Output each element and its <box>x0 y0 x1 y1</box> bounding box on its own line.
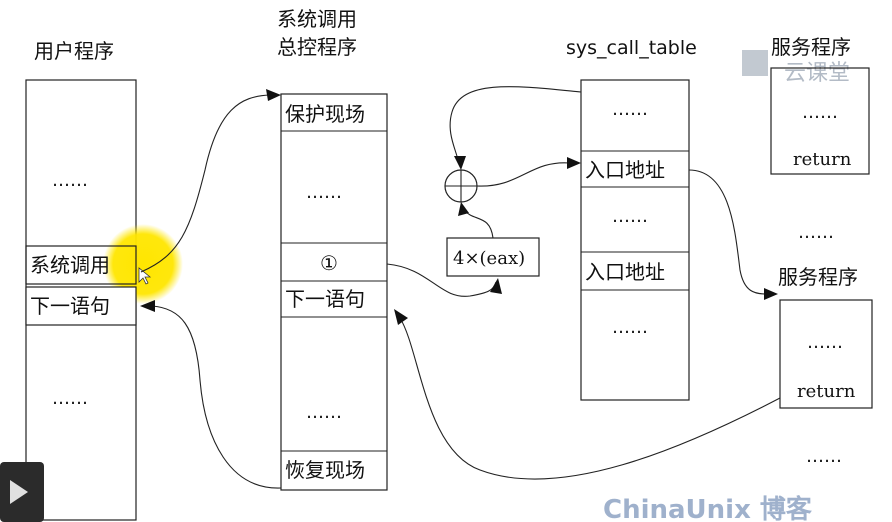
service-top-return: return <box>793 149 852 170</box>
arrowhead-entry <box>567 157 581 169</box>
service-top-title: 服务程序 <box>771 35 851 59</box>
handler-circle-one: ① <box>320 251 338 275</box>
service-bottom-title: 服务程序 <box>778 265 858 289</box>
service-bottom-return: return <box>797 381 856 402</box>
table-dots-2: …… <box>612 206 648 227</box>
user-program-dots-bottom: …… <box>52 388 88 409</box>
arrow-entry-to-service <box>688 169 767 295</box>
watermark-top: 云课堂 <box>784 61 850 86</box>
table-entry-1: 入口地址 <box>585 158 665 182</box>
offset-box <box>446 237 540 277</box>
arrowhead-offset <box>490 278 502 294</box>
handler-save-context: 保护现场 <box>285 102 365 126</box>
middle-dots: …… <box>798 222 834 243</box>
arrow-return-to-handler <box>399 317 781 480</box>
handler-box <box>280 93 388 491</box>
user-program-title: 用户程序 <box>34 39 114 63</box>
offset-label: 4×(eax) <box>453 248 525 269</box>
arrow-syscall-to-handler <box>140 94 271 273</box>
handler-title-line2: 总控程序 <box>277 35 357 59</box>
service-top-dots: …… <box>802 102 838 123</box>
arrow-offset-to-adder <box>463 209 494 239</box>
handler-dots-bottom: …… <box>306 402 342 423</box>
arrow-table-base-to-adder <box>449 86 582 161</box>
watermark-cloud-icon <box>742 50 768 76</box>
table-dots-1: …… <box>612 99 648 120</box>
arrow-adder-to-entry <box>476 162 571 187</box>
arrowhead-adder-top <box>454 156 466 170</box>
service-bottom-box <box>779 299 873 409</box>
user-syscall-label: 系统调用 <box>30 253 110 277</box>
arrowhead-user-next <box>140 300 155 312</box>
user-program-dots-top: …… <box>52 170 88 191</box>
service-bottom-dots: …… <box>807 332 843 353</box>
service-top-box <box>770 67 870 175</box>
table-entry-2: 入口地址 <box>585 260 665 284</box>
arrowhead-handler-next <box>394 309 408 325</box>
arrowhead-service <box>764 288 778 300</box>
table-title: sys_call_table <box>566 37 697 59</box>
play-icon <box>10 480 28 504</box>
handler-next-stmt: 下一语句 <box>285 287 365 311</box>
arrow-restore-to-next <box>151 305 282 489</box>
handler-dots-top: …… <box>306 182 342 203</box>
table-dots-3: …… <box>612 317 648 338</box>
handler-title-line1: 系统调用 <box>277 7 357 31</box>
handler-restore-context: 恢复现场 <box>285 458 365 482</box>
arrowhead-adder-bottom <box>458 202 469 216</box>
table-box <box>580 79 690 401</box>
arrowhead-handler-entry <box>266 89 281 101</box>
bottom-dots: …… <box>806 446 842 467</box>
user-syscall-row <box>25 245 137 285</box>
user-next-stmt-row <box>25 286 137 326</box>
user-next-stmt-label: 下一语句 <box>30 294 110 318</box>
watermark-bottom: ChinaUnix 博客 <box>603 494 813 522</box>
